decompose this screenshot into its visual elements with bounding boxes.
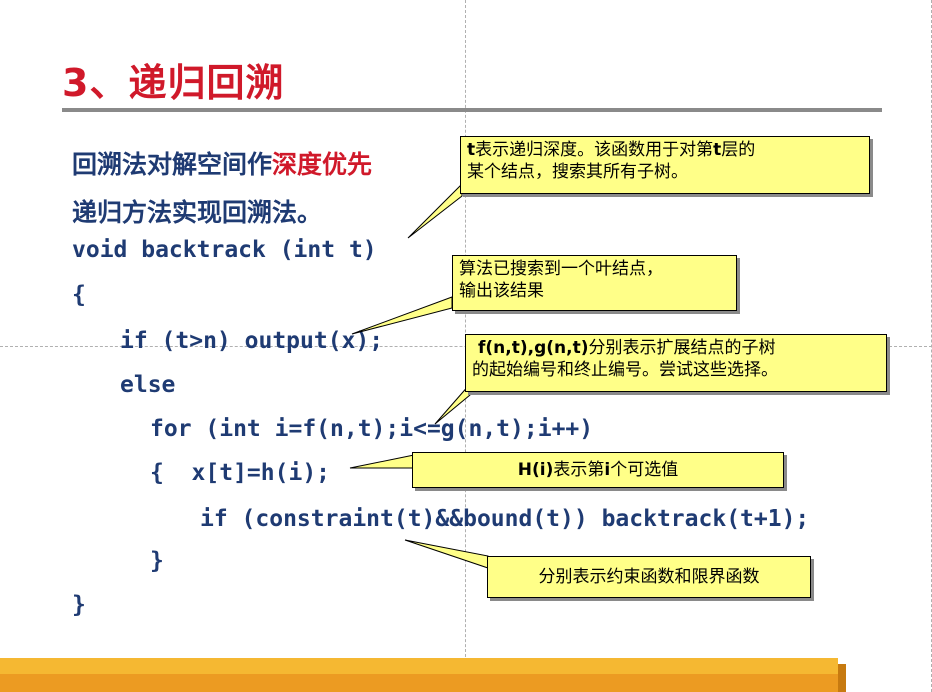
code-line-6: { x[t]=h(i);: [150, 460, 331, 486]
code-line-3: if (t>n) output(x);: [120, 328, 384, 354]
bottom-bar-dark: [0, 674, 838, 692]
callout-leaf-line-2: 输出该结果: [459, 281, 544, 301]
callout-subtree-range: f(n,t),g(n,t)分别表示扩展结点的子树 的起始编号和终止编号。尝试这些…: [465, 334, 887, 392]
bottom-bar-shadow: [838, 664, 846, 692]
code-line-7: if (constraint(t)&&bound(t)) backtrack(t…: [200, 506, 810, 532]
code-line-1: void backtrack (int t): [72, 237, 377, 263]
callout-depth-line-1: t表示递归深度。该函数用于对第t层的: [467, 140, 756, 160]
callout-leaf-node: 算法已搜索到一个叶结点， 输出该结果: [452, 255, 737, 311]
callout-depth-line-2: 某个结点，搜索其所有子树。: [467, 162, 688, 182]
intro-text: 回溯法对解空间作: [72, 150, 273, 179]
constraint-leader: [404, 539, 489, 569]
callout-candidate-value: H(i)表示第i个可选值: [412, 452, 784, 488]
code-line-4: else: [120, 372, 176, 398]
code-line-5: for (int i=f(n,t);i<=g(n,t);i++): [150, 416, 594, 442]
leaf-leader: [351, 296, 453, 335]
value-leader: [349, 454, 415, 469]
bottom-bar-light: [0, 658, 838, 674]
title-underline: [62, 108, 882, 112]
code-line-8: }: [150, 548, 164, 574]
callout-constraint-bound: 分别表示约束函数和限界函数: [487, 556, 811, 598]
intro-line-1: 回溯法对解空间作深度优先: [72, 145, 372, 181]
intro-line-2: 递归方法实现回溯法。: [72, 198, 323, 227]
code-line-2: {: [72, 282, 86, 308]
depth-leader: [407, 182, 463, 239]
slide-title: 3、递归回溯: [62, 61, 285, 105]
intro-highlight: 深度优先: [272, 150, 373, 179]
callout-range-line-2: 的起始编号和终止编号。尝试这些选择。: [472, 360, 778, 380]
callout-range-line-1: f(n,t),g(n,t)分别表示扩展结点的子树: [478, 338, 776, 358]
callout-recursion-depth: t表示递归深度。该函数用于对第t层的 某个结点，搜索其所有子树。: [460, 136, 870, 194]
code-line-9: }: [72, 592, 86, 618]
callout-leaf-line-1: 算法已搜索到一个叶结点，: [459, 259, 663, 279]
